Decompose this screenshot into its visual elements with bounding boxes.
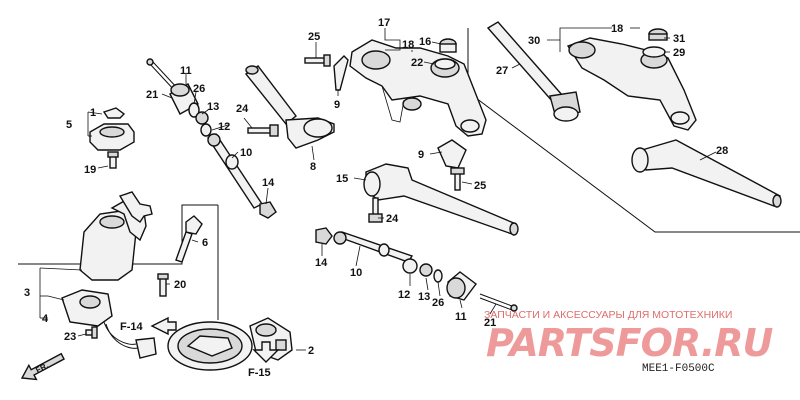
handlebar-part-8 [244,65,335,149]
reference-f14: F-14 [120,321,144,333]
callout-22: 22 [411,57,423,69]
callout-5: 5 [66,119,72,131]
watermark-logo: PARTSFOR.RU [486,321,774,365]
callout-10: 10 [350,267,362,279]
callout-9: 9 [334,99,340,111]
spacer-part-12-bottom [402,258,418,274]
right-handlebar-part-28 [631,139,782,208]
callout-6: 6 [202,237,208,249]
callout-28: 28 [716,145,728,157]
front-direction-arrow: FR. [20,352,65,381]
handlebar-part-15 [363,163,519,236]
ignition-switch-part-3 [79,191,153,281]
switch-unit-part-4 [61,289,157,359]
callout-8: 8 [310,161,316,173]
screw-part-19 [107,151,119,169]
reference-f15: F-15 [248,367,271,379]
f-ref-arrows [150,316,280,363]
callout-12: 12 [398,289,410,301]
bolt-part-24-top [247,124,279,137]
callout-11: 11 [180,65,192,77]
callout-1: 1 [90,107,96,119]
callout-20: 20 [174,279,186,291]
callout-19: 19 [84,164,96,176]
callout-21: 21 [146,89,158,101]
callout-2: 2 [308,345,314,357]
key-part-6 [175,215,203,263]
nut-part-31 [648,28,668,41]
callout-14: 14 [262,177,275,189]
rod-part-10-bottom [333,231,414,263]
clip-part-9-top [333,55,349,91]
callout-23: 23 [64,331,76,343]
clip-part-9-mid [437,139,467,169]
bolt-part-25-top [304,54,331,67]
nut-part-14-top [259,201,277,219]
cover-part-1 [102,107,126,119]
collar-part-26-bottom [433,269,443,283]
weight-part-11-bottom [446,271,477,301]
rubber-part-13-bottom [419,263,433,277]
watermark-tagline: ЗАПЧАСТИ И АКСЕССУАРЫ ДЛЯ МОТОТЕХНИКИ [484,309,732,321]
screw-part-23 [85,326,98,339]
callout-15: 15 [336,173,348,185]
callout-10: 10 [240,147,252,159]
bolt-part-25-mid [450,167,465,191]
top-bridge-part-17 [349,39,487,137]
screw-part-20 [157,273,169,297]
callout-26: 26 [193,83,205,95]
fuel-cap-f14 [167,321,253,371]
spacer-part-12-top [200,123,212,137]
callout-30: 30 [528,35,540,47]
callout-11: 11 [455,311,467,323]
leader-lines [39,27,717,351]
callout-13: 13 [418,291,430,303]
callout-16: 16 [419,36,431,48]
callout-25: 25 [308,31,320,43]
callout-21: 21 [484,317,496,329]
callout-labels: 17 25 18 16 22 9 18 31 30 29 27 11 26 21… [24,17,728,357]
callout-31: 31 [673,33,685,45]
callout-24: 24 [236,103,249,115]
cap-nut-part-16 [439,38,457,53]
callout-18: 18 [402,39,414,51]
nut-part-14-bottom [315,227,333,245]
washer-part-29 [642,46,666,58]
callout-27: 27 [496,65,508,77]
callout-4: 4 [42,313,49,325]
callout-14: 14 [315,257,328,269]
callout-24: 24 [386,213,399,225]
callout-12: 12 [218,121,230,133]
bolt-part-21-bottom [479,293,518,312]
callout-18: 18 [611,23,623,35]
left-handlebar-part-27 [486,21,581,122]
switch-housing-part-5 [89,123,135,151]
callout-17: 17 [378,17,390,29]
washer-part-22 [434,58,456,70]
callout-29: 29 [673,47,685,59]
callout-9: 9 [418,149,424,161]
diagram-code: MEE1-F0500C [642,363,715,375]
callout-13: 13 [207,101,219,113]
rod-part-10-top [206,133,264,209]
rubber-part-13-top [195,111,209,125]
callout-3: 3 [24,287,30,299]
callout-26: 26 [432,297,444,309]
callout-25: 25 [474,180,486,192]
